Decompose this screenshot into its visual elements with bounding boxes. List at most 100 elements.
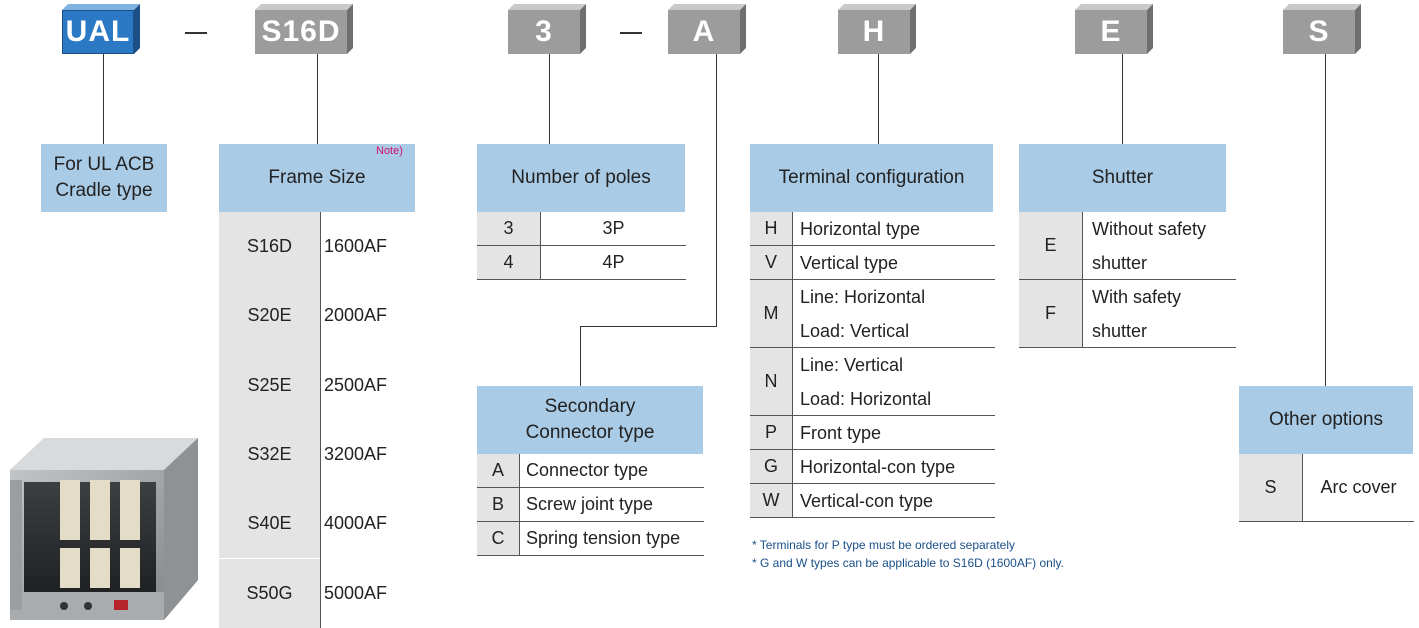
- terminal-note-2: * G and W types can be applicable to S16…: [752, 556, 1064, 570]
- secondary-code-cell: A: [477, 454, 519, 488]
- terminal-value-line1: Vertical-con type: [800, 490, 934, 511]
- terminal-value-line1: Vertical type: [800, 252, 899, 273]
- shutter-value-cell: Without safety shutter: [1082, 212, 1236, 280]
- secondary-code-cell: B: [477, 488, 519, 522]
- code-block-frame: S16D: [255, 4, 353, 54]
- poles-value-cell: 3P: [540, 212, 686, 246]
- code-block-secondary: A: [668, 4, 746, 54]
- terminal-value-line1: Horizontal type: [800, 218, 921, 239]
- terminal-code-cell: W: [750, 484, 792, 518]
- shutter-value-line2: shutter: [1092, 320, 1148, 341]
- terminal-value-cell: Horizontal-con type: [792, 450, 995, 484]
- terminal-value-line2: Load: Horizontal: [800, 388, 932, 409]
- code-block-shutter: E: [1075, 4, 1153, 54]
- options-title: Other options: [1268, 409, 1384, 431]
- terminal-code-cell: P: [750, 416, 792, 450]
- terminal-note-1: * Terminals for P type must be ordered s…: [752, 538, 1016, 552]
- secondary-value-cell: Screw joint type: [519, 488, 704, 522]
- frame-code-cell: S25E: [219, 350, 320, 420]
- shutter-value-line1: With safety: [1092, 286, 1182, 307]
- frame-value-cell: 4000AF: [324, 513, 388, 534]
- connector-line: [716, 54, 717, 326]
- secondary-code-cell: C: [477, 522, 519, 556]
- terminal-value-line1: Horizontal-con type: [800, 456, 956, 477]
- terminal-value-cell: Front type: [792, 416, 995, 450]
- code-block-label: S: [1283, 10, 1355, 54]
- shutter-code-cell: E: [1019, 212, 1082, 280]
- shutter-value-line2: shutter: [1092, 252, 1148, 273]
- code-block-label: A: [668, 10, 740, 54]
- connector-line: [1325, 54, 1326, 386]
- terminal-code-cell: N: [750, 348, 792, 416]
- frame-value-cell: 1600AF: [324, 236, 388, 257]
- code-block-ual: UAL: [62, 4, 140, 54]
- code-block-options: S: [1283, 4, 1361, 54]
- frame-size-divider: [320, 212, 321, 628]
- terminal-value-line1: Line: Horizontal: [800, 286, 926, 307]
- poles-header: Number of poles: [477, 144, 685, 212]
- terminal-code-cell: V: [750, 246, 792, 280]
- connector-line: [103, 54, 104, 144]
- frame-code-cell: S16D: [219, 212, 320, 282]
- frame-value-cell: 2000AF: [324, 305, 388, 326]
- separator-dash: [620, 32, 642, 34]
- frame-value-cell: 2500AF: [324, 374, 388, 395]
- terminal-value-cell: Horizontal type: [792, 212, 995, 246]
- secondary-title-line1: Secondary: [544, 396, 636, 418]
- secondary-header: Secondary Connector type: [477, 386, 703, 454]
- cradle-product-image: [10, 438, 198, 620]
- code-block-label: S16D: [255, 10, 347, 54]
- poles-code-cell: 4: [477, 246, 540, 280]
- terminal-code-cell: G: [750, 450, 792, 484]
- secondary-value-cell: Connector type: [519, 454, 704, 488]
- connector-line: [549, 54, 550, 144]
- code-block-label: E: [1075, 10, 1147, 54]
- poles-value-cell: 4P: [540, 246, 686, 280]
- ual-title-line1: For UL ACB: [53, 154, 155, 176]
- frame-value-cell: 3200AF: [324, 444, 388, 465]
- frame-code-cell: S32E: [219, 419, 320, 490]
- terminal-code-cell: M: [750, 280, 792, 348]
- options-code-cell: S: [1239, 454, 1302, 522]
- secondary-value-cell: Spring tension type: [519, 522, 704, 556]
- connector-line: [317, 54, 318, 144]
- terminal-value-cell: Vertical-con type: [792, 484, 995, 518]
- ual-header: For UL ACB Cradle type: [41, 144, 167, 212]
- options-value-cell: Arc cover: [1302, 454, 1414, 522]
- terminal-title: Terminal configuration: [778, 167, 965, 189]
- terminal-value-line1: Front type: [800, 422, 882, 443]
- shutter-value-cell: With safety shutter: [1082, 280, 1236, 348]
- terminal-code-cell: H: [750, 212, 792, 246]
- frame-size-title: Frame Size: [268, 167, 366, 189]
- code-block-label: 3: [508, 10, 580, 54]
- poles-code-cell: 3: [477, 212, 540, 246]
- connector-line: [580, 326, 581, 386]
- connector-line: [878, 54, 879, 144]
- frame-size-header: Frame Size: [219, 144, 415, 212]
- terminal-header: Terminal configuration: [750, 144, 993, 212]
- separator-dash: [185, 32, 207, 34]
- connector-line: [580, 326, 717, 327]
- code-block-label: H: [838, 10, 910, 54]
- options-header: Other options: [1239, 386, 1413, 454]
- terminal-value-cell: Vertical type: [792, 246, 995, 280]
- shutter-header: Shutter: [1019, 144, 1226, 212]
- frame-value-cell: 5000AF: [324, 582, 388, 603]
- ual-title-line2: Cradle type: [55, 180, 153, 201]
- frame-code-cell: S50G: [219, 558, 320, 628]
- secondary-title-line2: Connector type: [525, 422, 655, 443]
- code-block-poles: 3: [508, 4, 586, 54]
- code-block-label: UAL: [62, 10, 134, 54]
- terminal-value-line2: Load: Vertical: [800, 320, 910, 341]
- shutter-value-line1: Without safety: [1092, 218, 1207, 239]
- terminal-value-line1: Line: Vertical: [800, 354, 904, 375]
- frame-code-cell: S20E: [219, 281, 320, 351]
- frame-code-cell: S40E: [219, 489, 320, 559]
- poles-title: Number of poles: [511, 167, 651, 189]
- connector-line: [1122, 54, 1123, 144]
- shutter-title: Shutter: [1091, 167, 1154, 189]
- frame-size-note: Note): [376, 145, 403, 157]
- code-block-terminal: H: [838, 4, 916, 54]
